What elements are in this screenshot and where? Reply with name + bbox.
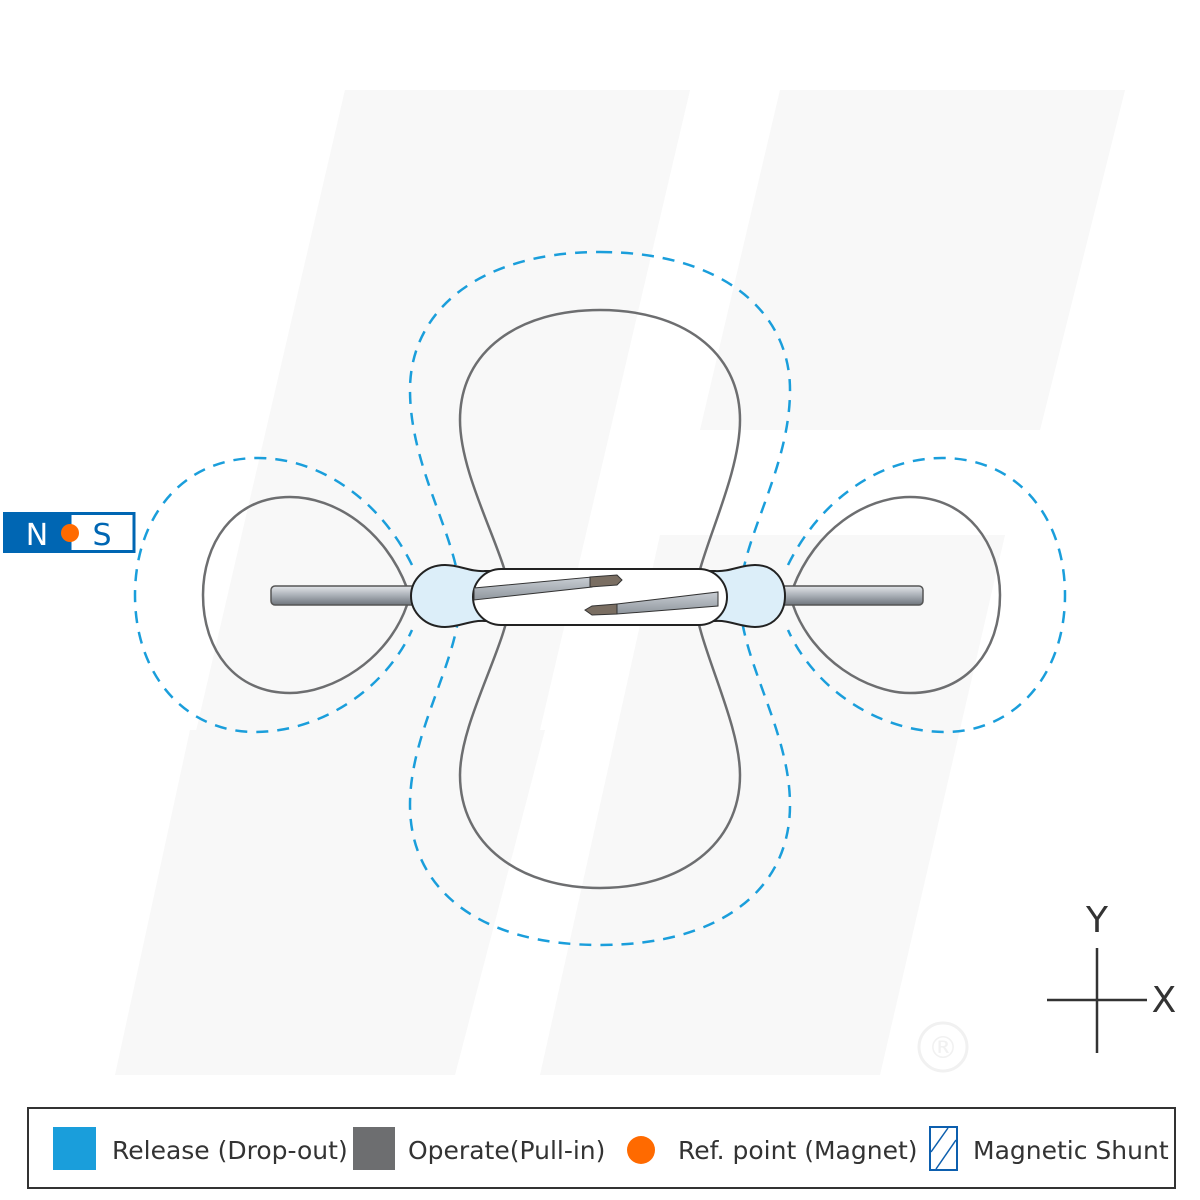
reference-point-marker: [61, 524, 79, 542]
lead-left: [270, 585, 417, 606]
legend-operate-swatch: [353, 1127, 395, 1170]
legend-release-swatch: [53, 1127, 96, 1170]
operate-contour-right: [791, 495, 1002, 695]
legend-reference-point-swatch: [627, 1136, 655, 1164]
legend-operate-label: Operate(Pull-in): [408, 1136, 605, 1165]
lead-right: [779, 585, 924, 606]
release-contour-center: [408, 250, 792, 947]
operate-contour-left: [201, 495, 409, 695]
legend: Release (Drop-out) Operate(Pull-in) Ref.…: [27, 1107, 1176, 1189]
legend-magnetic-shunt-label: Magnetic Shunt: [973, 1136, 1169, 1165]
release-contour-right: [786, 456, 1067, 734]
y-axis-label: Y: [1085, 900, 1109, 941]
legend-release-label: Release (Drop-out): [112, 1136, 348, 1165]
x-axis-label: X: [1152, 980, 1177, 1021]
magnet-north-pole: [3, 512, 70, 553]
magnet-south-label: S: [92, 518, 111, 553]
legend-reference-point-label: Ref. point (Magnet): [678, 1136, 918, 1165]
release-contour-left: [133, 456, 414, 734]
legend-magnetic-shunt-swatch: [929, 1126, 958, 1171]
contact-right: [584, 603, 618, 616]
operate-contour-center: [458, 308, 742, 890]
axis-indicator: [1047, 948, 1147, 1053]
operate-contours: [201, 308, 1002, 890]
registered-mark: ®: [928, 1031, 958, 1066]
magnet-north-label: N: [26, 518, 48, 553]
release-contours: [133, 250, 1067, 947]
reed-switch: [270, 563, 924, 629]
contact-left: [589, 574, 623, 588]
magnet: N S: [3, 512, 136, 553]
